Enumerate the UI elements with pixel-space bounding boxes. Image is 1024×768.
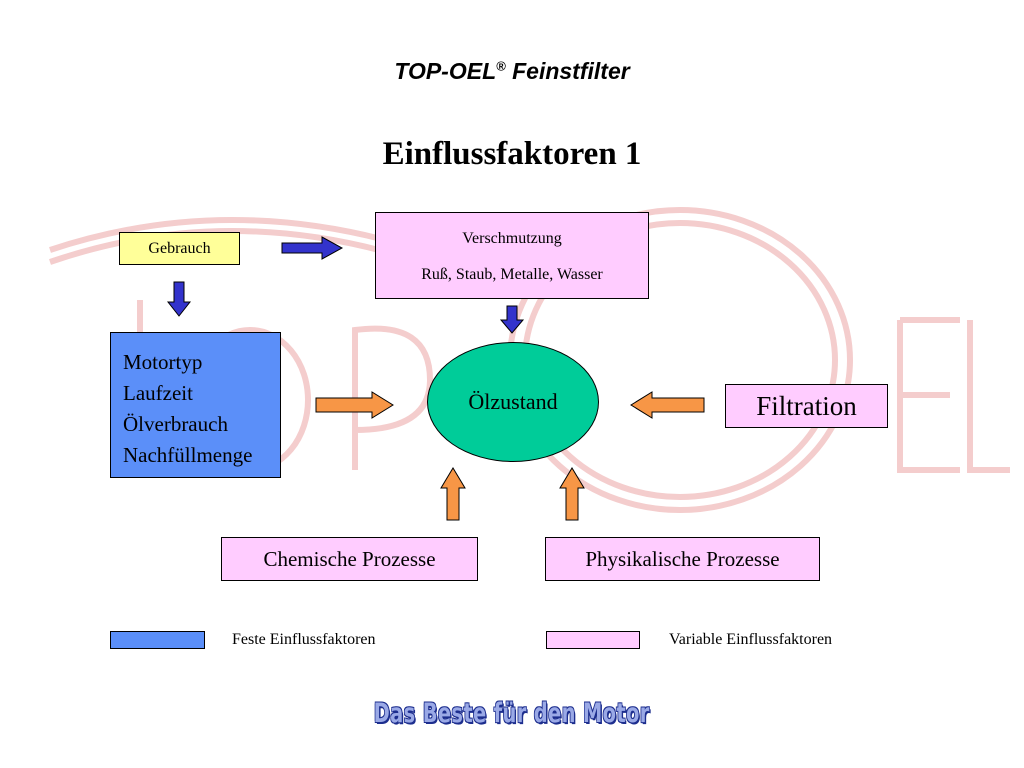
slogan-text: Das Beste für den Motor	[373, 698, 650, 729]
registered-mark: ®	[496, 58, 506, 74]
physical-processes-box: Physikalische Prozesse	[545, 537, 820, 581]
arrow-gebrauch-to-verschmutzung	[281, 236, 344, 260]
fixed-factor-oelverbrauch: Ölverbrauch	[123, 412, 228, 436]
oelzustand-ellipse: Ölzustand	[427, 342, 599, 462]
slogan: Das Beste für den Motor	[0, 698, 1024, 729]
chemical-processes-box: Chemische Prozesse	[221, 537, 478, 581]
verschmutzung-box: Verschmutzung Ruß, Staub, Metalle, Wasse…	[375, 212, 649, 299]
fixed-factor-laufzeit: Laufzeit	[123, 381, 193, 405]
arrow-gebrauch-to-fixed	[166, 281, 192, 317]
arrow-filtration-to-oel	[630, 391, 705, 419]
legend-variable-label: Variable Einflussfaktoren	[669, 631, 833, 648]
fixed-factor-motortyp: Motortyp	[123, 350, 203, 374]
legend-fixed-label: Feste Einflussfaktoren	[232, 631, 376, 648]
verschmutzung-title: Verschmutzung	[462, 230, 562, 247]
legend-fixed-swatch	[110, 631, 205, 649]
page-title: Einflussfaktoren 1	[382, 136, 642, 172]
legend-variable-swatch	[546, 631, 640, 649]
arrow-physical-to-oel	[559, 467, 585, 521]
fixed-factor-nachfuellmenge: Nachfüllmenge	[123, 443, 253, 467]
gebrauch-box: Gebrauch	[119, 232, 240, 265]
arrow-verschmutzung-to-oel	[499, 305, 525, 334]
subtitle-suffix: Feinstfilter	[505, 58, 630, 84]
filtration-box: Filtration	[725, 384, 888, 428]
verschmutzung-items: Ruß, Staub, Metalle, Wasser	[421, 266, 603, 283]
arrow-fixed-to-oel	[315, 391, 394, 419]
subtitle: TOP-OEL® Feinstfilter	[0, 58, 1024, 85]
subtitle-brand: TOP-OEL	[394, 58, 497, 84]
arrow-chemical-to-oel	[440, 467, 466, 521]
fixed-factors-box: Motortyp Laufzeit Ölverbrauch Nachfüllme…	[110, 332, 281, 478]
